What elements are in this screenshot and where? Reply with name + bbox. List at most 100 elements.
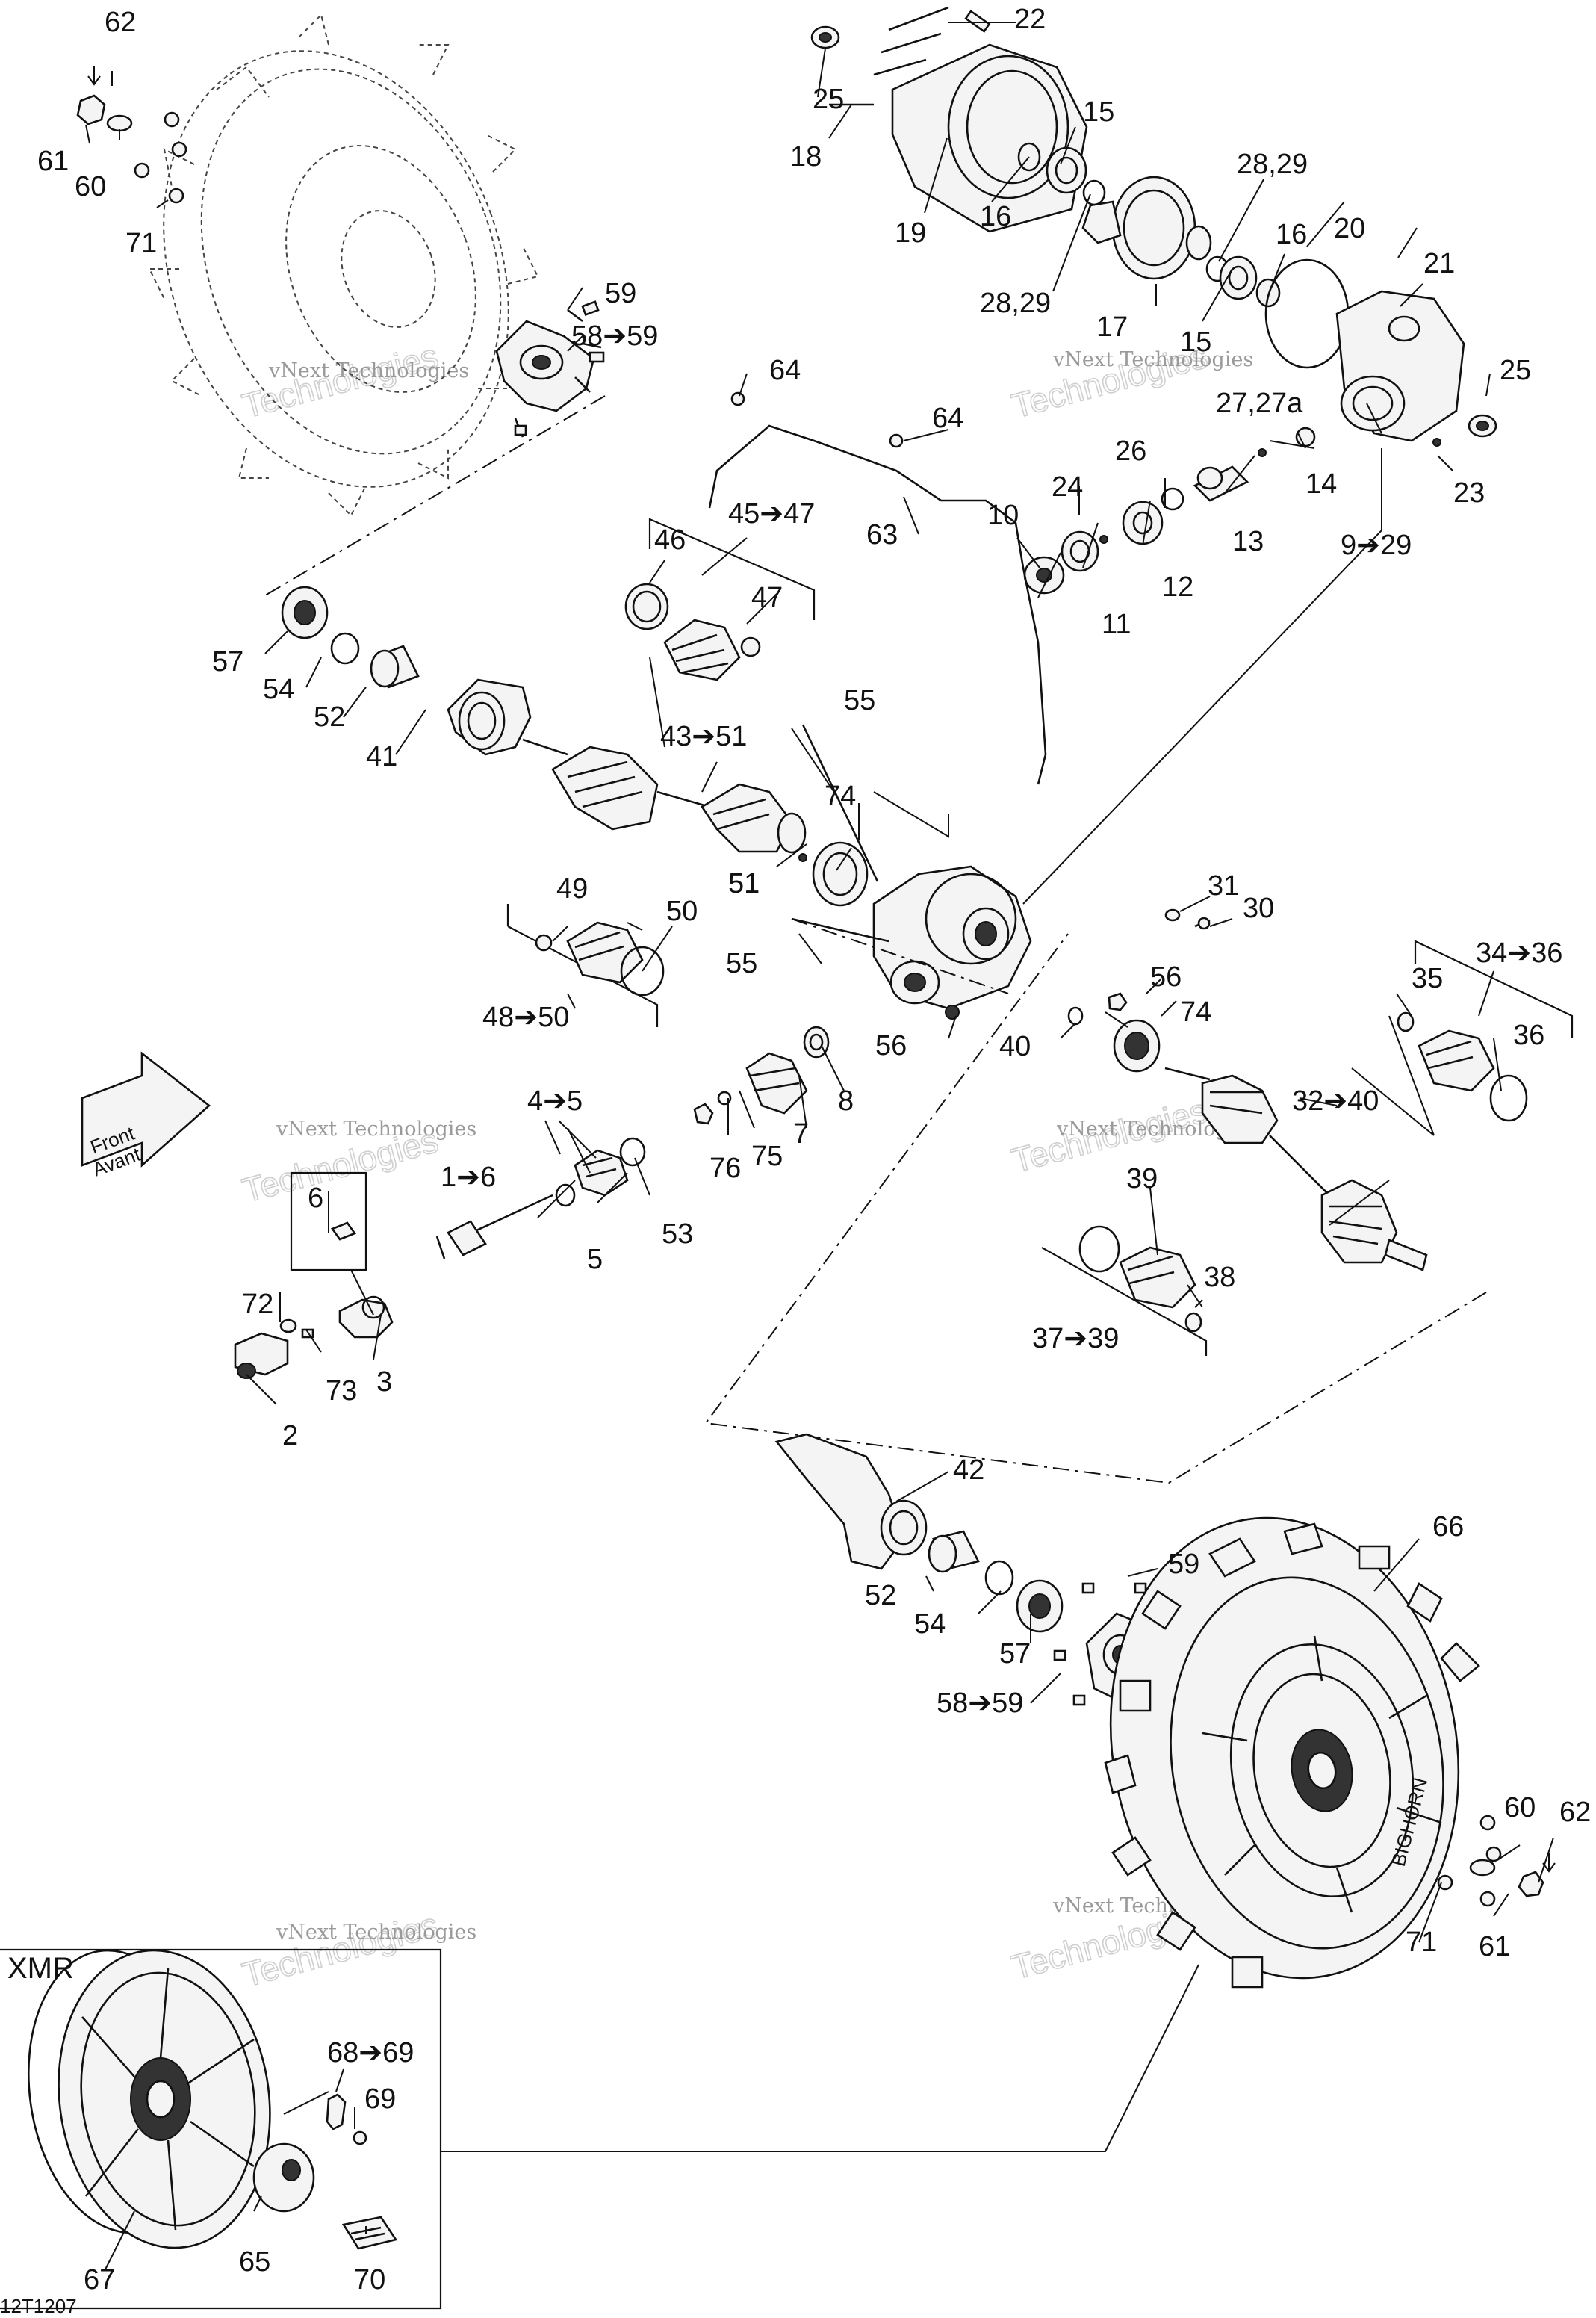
callout-71: 71 xyxy=(1406,1927,1437,1958)
leader-line xyxy=(441,1964,1199,2152)
callout-53: 53 xyxy=(662,1218,693,1250)
callout-8: 8 xyxy=(838,1085,854,1117)
callout-39: 39 xyxy=(1126,1163,1158,1194)
callout-52: 52 xyxy=(865,1580,896,1611)
watermark-small: vNext Technologies xyxy=(276,1921,476,1944)
diff-housing-21 xyxy=(1335,290,1465,442)
callout-5: 5 xyxy=(587,1244,603,1275)
boot-48-50 xyxy=(535,921,665,997)
callout-61: 61 xyxy=(37,146,69,177)
boot-34-36 xyxy=(1397,1011,1528,1122)
front-differential-9-29 xyxy=(791,724,1032,1020)
callout-65: 65 xyxy=(239,2246,270,2278)
callout-32-40: 32➔40 xyxy=(1292,1085,1379,1117)
callout-4-5: 4➔5 xyxy=(527,1085,583,1117)
callout-64: 64 xyxy=(769,355,801,386)
callout-57: 57 xyxy=(999,1638,1031,1670)
callout-54: 54 xyxy=(914,1608,946,1640)
xmr-box xyxy=(0,1948,442,2310)
ring-gear-17 xyxy=(1081,176,1212,280)
bracket-37-39 xyxy=(1041,1247,1208,1356)
breather-hose-63 xyxy=(708,391,1047,785)
callout-57: 57 xyxy=(212,646,243,678)
callout-15: 15 xyxy=(1180,326,1211,358)
callout-45-47: 45➔47 xyxy=(728,498,815,530)
callout-34-36: 34➔36 xyxy=(1476,938,1562,969)
callout-18: 18 xyxy=(790,141,822,173)
right-wheel-hardware xyxy=(1437,1815,1556,1907)
callout-72: 72 xyxy=(242,1289,273,1320)
seal-25-top xyxy=(810,25,840,49)
callout-37-39: 37➔39 xyxy=(1032,1323,1119,1354)
callout-9-29: 9➔29 xyxy=(1341,530,1412,561)
left-driveshaft-43-51 xyxy=(522,738,807,862)
callout-75: 75 xyxy=(751,1141,783,1172)
callout-55: 55 xyxy=(844,685,875,716)
ghost-wheel-left xyxy=(148,13,539,517)
callout-67: 67 xyxy=(84,2264,115,2296)
callout-14: 14 xyxy=(1305,468,1337,500)
callout-30: 30 xyxy=(1243,893,1274,924)
callout-26: 26 xyxy=(1115,436,1146,467)
callout-61: 61 xyxy=(1479,1931,1510,1962)
callout-6: 6 xyxy=(308,1183,323,1214)
oring-20 xyxy=(1264,258,1350,369)
callout-59: 59 xyxy=(1168,1549,1199,1580)
callout-43-51: 43➔51 xyxy=(660,721,747,752)
left-bearing-52-54-57 xyxy=(281,586,420,689)
callout-35: 35 xyxy=(1412,963,1443,994)
seal-25-right xyxy=(1432,414,1497,447)
right-knuckle-42 xyxy=(774,1433,928,1570)
callout-66: 66 xyxy=(1432,1511,1464,1543)
callout-16: 16 xyxy=(980,201,1011,232)
callout-2: 2 xyxy=(282,1420,298,1451)
callout-60: 60 xyxy=(75,171,106,202)
callout-13: 13 xyxy=(1232,526,1264,557)
front-arrow: Front Avant xyxy=(81,1051,211,1181)
right-bearing-52-54-57 xyxy=(928,1530,1064,1633)
callout-15: 15 xyxy=(1083,96,1114,128)
callout-27-27a: 27,27a xyxy=(1216,388,1303,419)
leader-lines xyxy=(85,22,1554,2272)
callout-42: 42 xyxy=(953,1454,984,1486)
callout-70: 70 xyxy=(354,2264,385,2296)
drawing-code: 12T1207 xyxy=(0,2295,77,2317)
callout-48-50: 48➔50 xyxy=(482,1002,569,1033)
callout-40: 40 xyxy=(999,1031,1031,1062)
callout-71: 71 xyxy=(125,228,157,259)
bracket-48-50 xyxy=(506,904,659,1027)
right-wheel-66: BIGHORN xyxy=(1104,1516,1480,1989)
callout-12: 12 xyxy=(1162,571,1193,603)
callout-23: 23 xyxy=(1453,477,1485,509)
callout-19: 19 xyxy=(895,217,926,249)
dash-line xyxy=(704,933,1487,1484)
watermarks: Technologies vNext Technologies Technolo… xyxy=(237,335,1257,1995)
prop-shaft-1-8 xyxy=(435,1026,830,1259)
callout-11: 11 xyxy=(1102,609,1131,640)
bracket-34-36 xyxy=(1414,940,1574,1038)
callout-28-29: 28,29 xyxy=(980,288,1051,319)
callout-17: 17 xyxy=(1096,312,1128,343)
left-hub xyxy=(495,300,605,438)
callout-47: 47 xyxy=(751,582,783,613)
xmr-wheel-67 xyxy=(27,1949,271,2249)
callout-56: 56 xyxy=(875,1030,907,1062)
callout-31: 31 xyxy=(1208,870,1239,902)
boot-37-39 xyxy=(1078,1225,1202,1333)
callout-7: 7 xyxy=(793,1118,809,1150)
boot-46-47 xyxy=(624,583,761,681)
callout-25: 25 xyxy=(813,84,844,115)
dash-line xyxy=(791,918,1009,994)
callout-10: 10 xyxy=(987,500,1019,531)
callout-54: 54 xyxy=(263,674,294,705)
callout-labels: 62 61 60 71 59 58➔59 22 25 18 15 16 19 2… xyxy=(37,4,1591,2296)
box-6 xyxy=(290,1171,367,1271)
dash-line xyxy=(261,395,606,598)
callout-56: 56 xyxy=(1150,961,1182,993)
watermark-small: vNext Technologies xyxy=(268,359,469,382)
callout-59: 59 xyxy=(605,278,636,309)
callout-46: 46 xyxy=(654,524,686,556)
callout-1-6: 1➔6 xyxy=(441,1162,496,1193)
watermark-small: vNext Technologies xyxy=(276,1118,476,1141)
